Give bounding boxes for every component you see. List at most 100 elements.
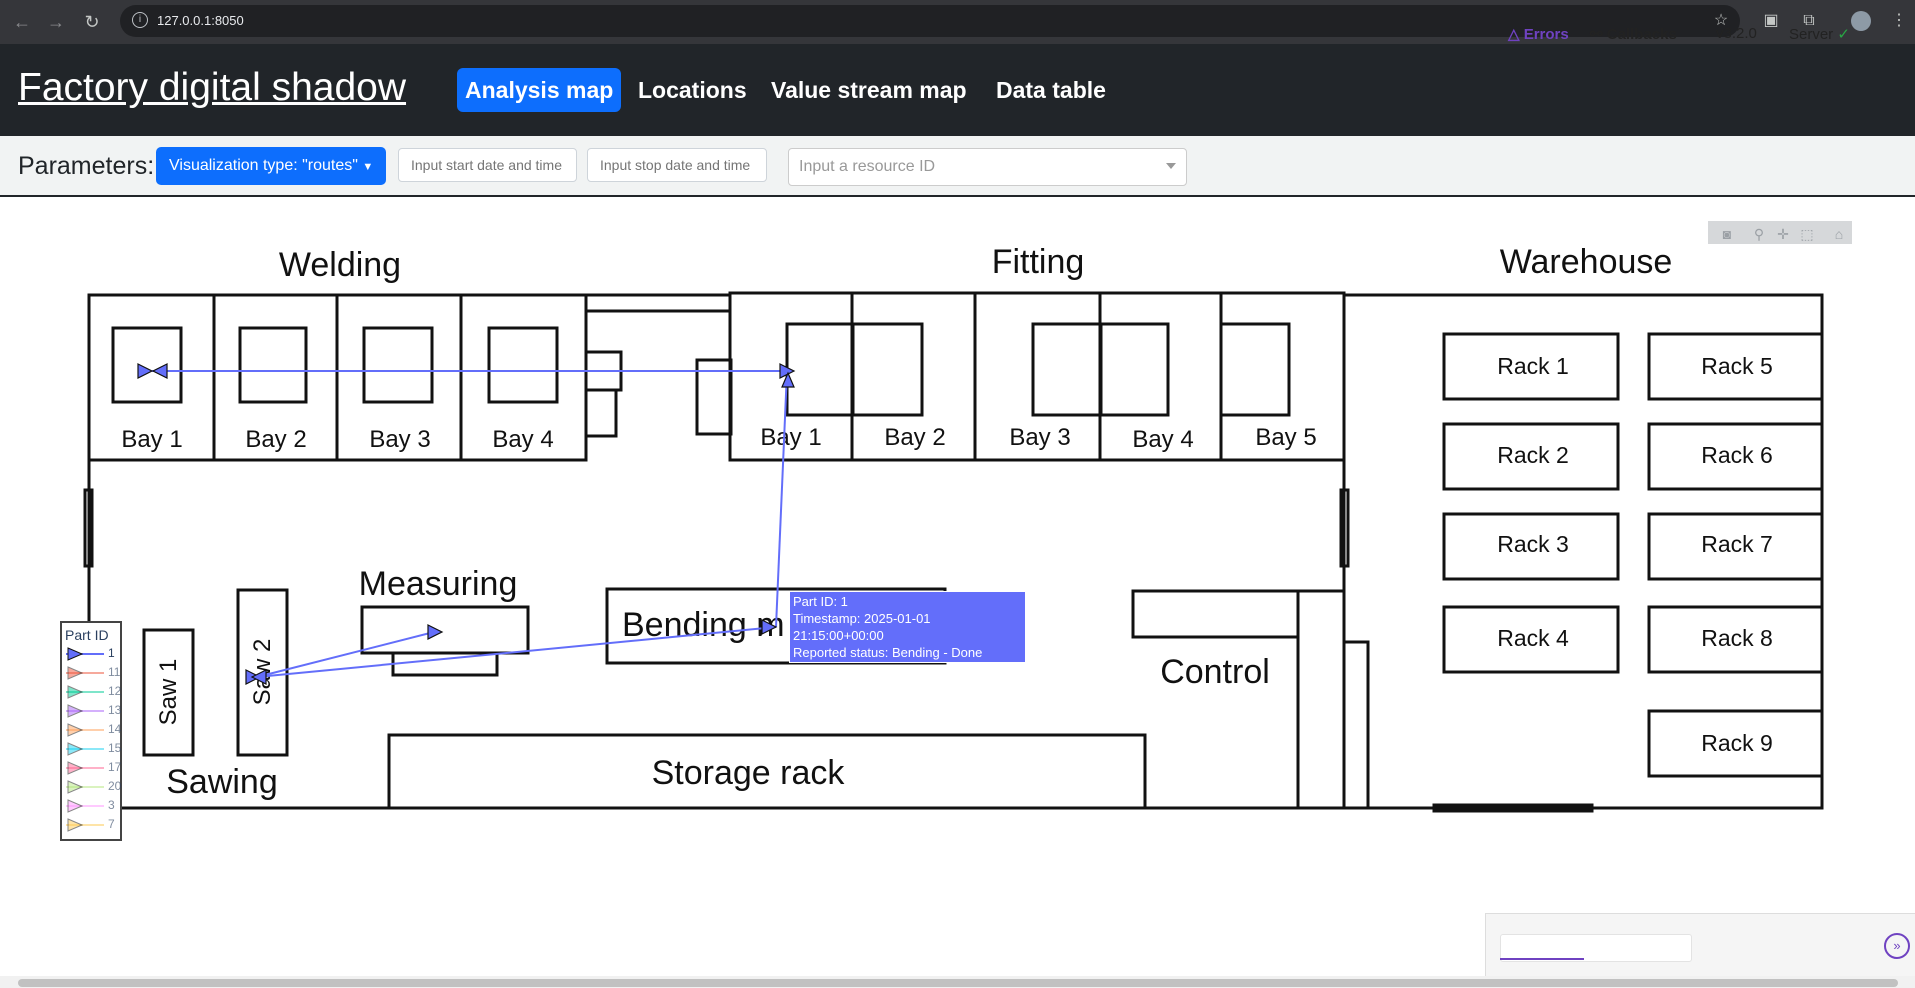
camera-icon[interactable]: ◙ [1722, 226, 1732, 242]
legend-item-label: 11 [108, 665, 121, 679]
welding-bay-2-label: Bay 2 [245, 426, 306, 453]
address-bar[interactable] [120, 5, 1740, 37]
reload-icon[interactable]: ↻ [84, 12, 100, 32]
legend-item[interactable]: 12 [64, 683, 122, 701]
menu-dots-icon[interactable]: ⋮ [1891, 12, 1907, 29]
legend-swatch [66, 799, 104, 813]
rack-6-label: Rack 6 [1701, 442, 1773, 468]
route-marker-measuring [427, 624, 444, 640]
warning-icon: △ [1508, 26, 1520, 43]
connector-corridor [584, 293, 732, 313]
rack-1-label: Rack 1 [1497, 353, 1569, 379]
home-icon[interactable]: ⌂ [1834, 226, 1844, 242]
legend-swatch [66, 780, 104, 794]
legend-item[interactable]: 15 [64, 740, 122, 758]
legend-item[interactable]: 14 [64, 721, 122, 739]
legend-item[interactable]: 11 [64, 664, 122, 682]
app-title[interactable]: Factory digital shadow [18, 66, 407, 109]
route-marker-fitting-out [781, 371, 795, 388]
back-icon[interactable]: ← [13, 12, 31, 32]
devtools-tab-group [1500, 934, 1692, 962]
fitting-bay-1-label: Bay 1 [760, 424, 821, 451]
server-status: Server ✓ [1789, 25, 1850, 43]
saw-1-label: Saw 1 [155, 659, 182, 726]
nav-data-table[interactable]: Data table [996, 77, 1106, 103]
errors-tab[interactable]: △ Errors [1508, 25, 1569, 43]
saw-1-box [142, 628, 195, 757]
welding-bay-4-label: Bay 4 [492, 426, 553, 453]
resource-id-select[interactable]: Input a resource ID [788, 148, 1187, 186]
rack-8-label: Rack 8 [1701, 625, 1773, 651]
welding-bay-3-machine [362, 326, 434, 404]
zoom-icon[interactable]: ⚲ [1753, 226, 1765, 242]
saw-2-label: Saw 2 [249, 639, 276, 706]
hover-tooltip: Part ID: 1 Timestamp: 2025-01-01 21:15:0… [789, 591, 1026, 677]
scrollbar-thumb[interactable] [18, 979, 1898, 987]
route-marker-fitting-in [779, 363, 796, 379]
tooltip-sublocation: Sub-location: A Bending [793, 662, 932, 677]
chevron-down-icon [1166, 163, 1176, 169]
bookmark-star-icon[interactable]: ☆ [1713, 12, 1729, 29]
legend-swatch [66, 761, 104, 775]
rack-1-box [1442, 332, 1620, 401]
nav-value-stream-map[interactable]: Value stream map [771, 77, 967, 103]
rack-9-box [1647, 709, 1824, 778]
fitting-bay-3-4-machine [1031, 322, 1170, 417]
legend-item-label: 13 [108, 703, 122, 717]
legend-item-label: 14 [108, 722, 122, 736]
legend-item[interactable]: 7 [64, 816, 122, 834]
nav-locations[interactable]: Locations [638, 77, 747, 103]
route-marker-bending [761, 619, 778, 635]
rack-3-label: Rack 3 [1497, 531, 1569, 557]
callbacks-tab[interactable]: ⚯ Callbacks [1590, 25, 1677, 43]
route-segment-3 [256, 626, 777, 678]
site-info-icon[interactable]: i [132, 12, 148, 28]
extension-icon[interactable]: ▣ [1763, 12, 1779, 29]
stop-datetime-input[interactable] [587, 148, 767, 182]
legend-item[interactable]: 3 [64, 797, 122, 815]
control-cabinet [1296, 589, 1346, 810]
puzzle-icon[interactable]: ⧉ [1803, 12, 1815, 29]
pan-icon[interactable]: ✛ [1777, 226, 1789, 242]
forward-icon[interactable]: → [47, 12, 65, 32]
devtools-toggle-icon[interactable]: » [1884, 933, 1910, 959]
fitting-bay-3-label: Bay 3 [1009, 424, 1070, 451]
legend-item[interactable]: 17 [64, 759, 122, 777]
control-cabinet-2 [1342, 640, 1370, 810]
hall-left-door [83, 488, 94, 568]
route-marker-welding-out [151, 363, 168, 379]
fitting-bay-1-2-machine [785, 322, 924, 417]
connector-block-1 [584, 350, 623, 392]
legend-swatch [66, 666, 104, 680]
visualization-type-dropdown[interactable]: Visualization type: "routes" ▼ [156, 147, 387, 185]
route-marker-saw-in [245, 669, 262, 685]
rack-4-label: Rack 4 [1497, 625, 1569, 651]
callbacks-icon: ⚯ [1590, 26, 1603, 43]
warehouse-outline [1342, 293, 1824, 810]
fitting-area-outline [728, 291, 1346, 462]
measuring-label: Measuring [359, 565, 518, 603]
warehouse-door [1432, 803, 1594, 813]
profile-avatar[interactable] [1851, 11, 1871, 31]
legend-title: Part ID [65, 627, 109, 643]
rack-6-box [1647, 422, 1824, 491]
rack-9-label: Rack 9 [1701, 730, 1773, 756]
server-label: Server [1789, 26, 1834, 43]
legend-swatch [66, 704, 104, 718]
legend-item[interactable]: 20 [64, 778, 122, 796]
fitting-label: Fitting [992, 243, 1085, 281]
box-select-icon[interactable]: ⬚ [1800, 226, 1814, 242]
nav-analysis-map[interactable]: Analysis map [457, 68, 622, 112]
control-label: Control [1160, 653, 1270, 691]
url-text[interactable]: 127.0.0.1:8050 [157, 13, 244, 28]
legend-item-label: 15 [108, 741, 122, 755]
rack-4-box [1442, 605, 1620, 674]
start-datetime-input[interactable] [398, 148, 577, 182]
legend-item[interactable]: 13 [64, 702, 122, 720]
rack-7-label: Rack 7 [1701, 531, 1773, 557]
hall-right-door [1339, 488, 1350, 568]
fitting-bay-4-label: Bay 4 [1132, 426, 1193, 453]
fitting-bay-5-label: Bay 5 [1255, 424, 1316, 451]
rack-2-box [1442, 422, 1620, 491]
legend-item[interactable]: 1 [64, 645, 122, 663]
